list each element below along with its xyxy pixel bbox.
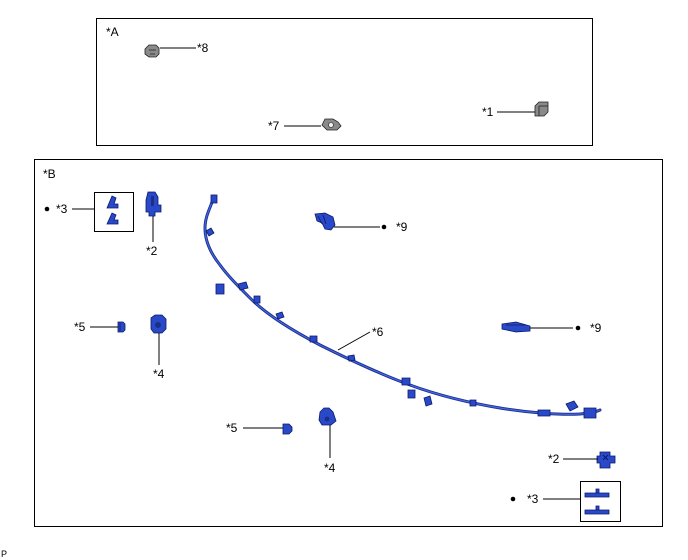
part-9-bracket-right xyxy=(501,321,531,333)
group-b-title: *B xyxy=(43,167,56,181)
callout-3-bottom: *3 xyxy=(527,492,539,506)
bullet-dot-icon xyxy=(44,206,50,212)
callout-3-top: *3 xyxy=(56,202,68,216)
part-7-grommet xyxy=(321,118,342,131)
part-3-clips-top xyxy=(106,195,119,225)
part-1-connector xyxy=(534,101,549,117)
figure-code: P xyxy=(1,549,7,559)
callout-7: *7 xyxy=(268,119,280,133)
part-2-sensor-right xyxy=(596,451,616,469)
group-a-panel: *A *8 *7 *1 xyxy=(96,18,593,146)
callout-2-top: *2 xyxy=(146,244,158,258)
part-5-grommet-left xyxy=(117,321,126,333)
callout-9-top: *9 xyxy=(396,220,408,234)
callout-8: *8 xyxy=(197,41,209,55)
bullet-dot-icon xyxy=(381,224,387,230)
callout-9-right: *9 xyxy=(590,321,602,335)
part-3-clips-bottom xyxy=(584,488,610,515)
part-4-retainer-center xyxy=(318,407,337,426)
part-4-retainer-left xyxy=(150,314,167,334)
part-6-wire-harness xyxy=(203,194,602,419)
part-8-clip xyxy=(144,44,160,58)
callout-2-right: *2 xyxy=(548,452,560,466)
part-3-box-top xyxy=(94,192,134,232)
callout-4-left: *4 xyxy=(153,367,165,381)
callout-4-center: *4 xyxy=(324,461,336,475)
bullet-dot-icon xyxy=(575,325,581,331)
group-b-frame xyxy=(34,159,663,527)
callout-6: *6 xyxy=(372,325,384,339)
part-5-grommet-center xyxy=(282,423,293,435)
leader-6 xyxy=(337,331,371,351)
group-a-title: *A xyxy=(106,25,119,39)
group-b-panel: *B *3 *2 *9 *5 xyxy=(34,159,663,527)
callout-5-center: *5 xyxy=(226,421,238,435)
callout-1: *1 xyxy=(482,105,494,119)
part-3-box-bottom xyxy=(580,481,621,522)
callout-5-left: *5 xyxy=(74,320,86,334)
group-a-frame xyxy=(96,18,593,146)
part-9-bracket-top xyxy=(314,212,336,231)
part-2-sensor-top xyxy=(145,191,162,217)
bullet-dot-icon xyxy=(510,496,516,502)
